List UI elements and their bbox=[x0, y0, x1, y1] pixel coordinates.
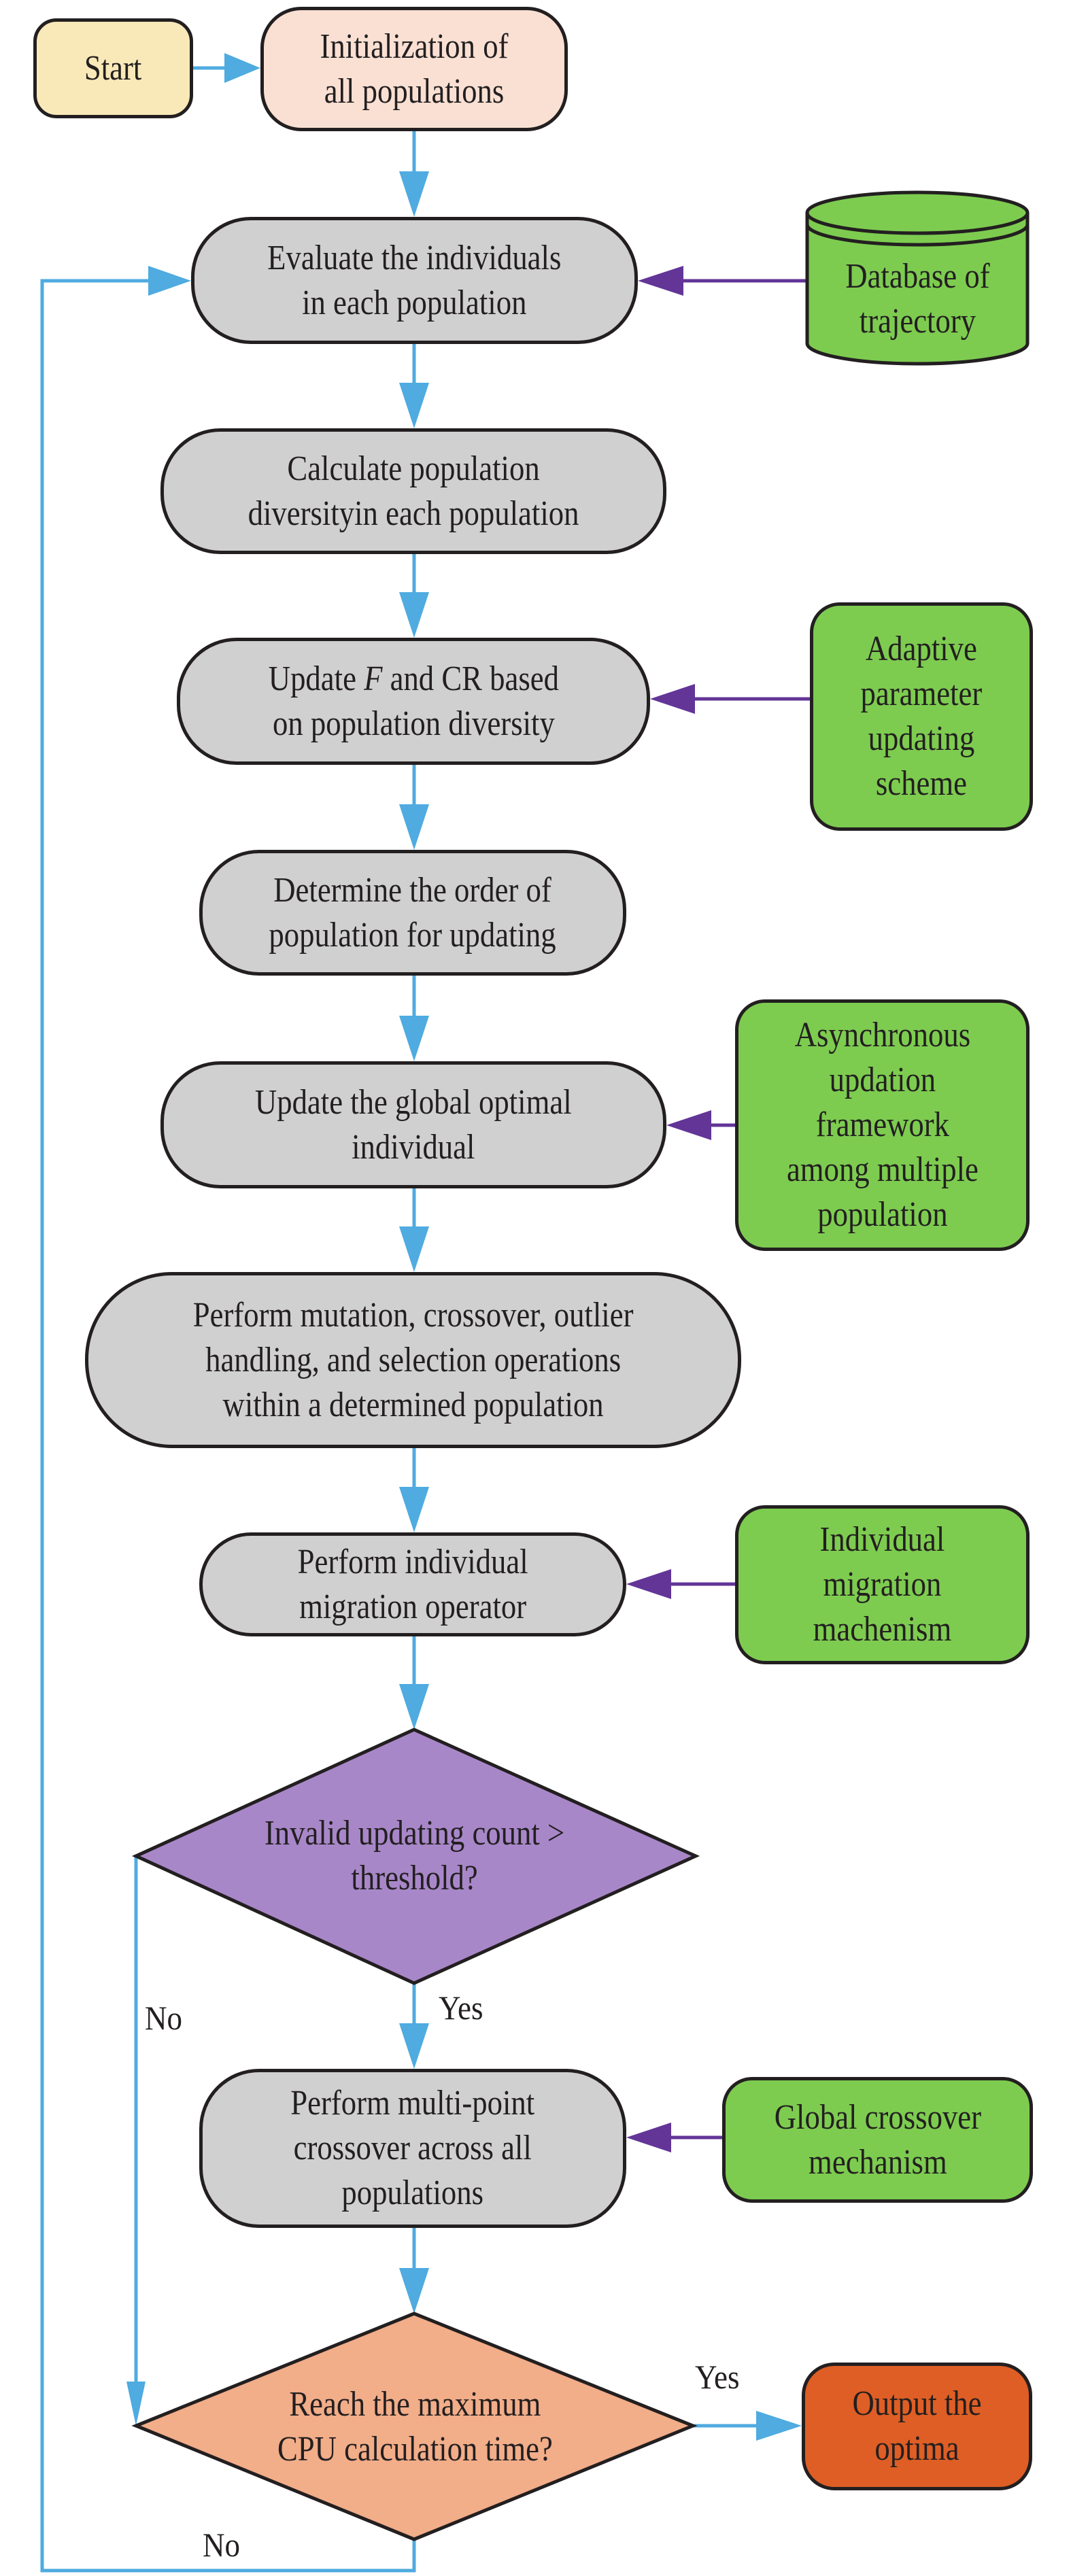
edge-label-invalid-no: No bbox=[145, 1999, 182, 2037]
edge-label-invalid-yes: Yes bbox=[439, 1989, 483, 2027]
arrowhead-output bbox=[756, 2411, 802, 2441]
migration-mechanism-label: Individual migration machenism bbox=[813, 1520, 952, 1649]
migration-operator-node: Perform individual migration operator bbox=[199, 1532, 626, 1636]
start-node: Start bbox=[33, 18, 193, 118]
async-framework-label: Asynchronous updation framework among mu… bbox=[786, 1016, 979, 1234]
update-f-cr-italic: F bbox=[363, 659, 383, 698]
arrowhead-loop bbox=[148, 266, 191, 296]
decision-cpu-label-box: Reach the maximum CPU calculation time? bbox=[197, 2373, 632, 2481]
arrowhead-decision2 bbox=[399, 2268, 429, 2314]
database-label-box: Database of trajectory bbox=[809, 238, 1025, 360]
arrowhead-database bbox=[638, 266, 683, 296]
arrowhead-async bbox=[666, 1110, 711, 1140]
mechanism-connectors bbox=[666, 279, 810, 2140]
update-f-cr-suffix: and CR based on population diversity bbox=[272, 659, 559, 743]
mutation-label: Perform mutation, crossover, outlier han… bbox=[192, 1295, 634, 1424]
calculate-diversity-label: Calculate population diversityin each po… bbox=[248, 449, 579, 533]
determine-order-node: Determine the order of population for up… bbox=[199, 850, 626, 976]
arrowhead-migration-mech bbox=[626, 1569, 671, 1599]
multipoint-crossover-node: Perform multi-point crossover across all… bbox=[199, 2069, 626, 2228]
arrowhead-global bbox=[399, 1016, 429, 1061]
arrowhead-multipoint bbox=[399, 2023, 429, 2069]
arrowhead-decision2-left bbox=[126, 2382, 146, 2426]
arrowhead-init bbox=[224, 53, 260, 83]
arrowhead-adaptive bbox=[650, 684, 695, 714]
migration-operator-label: Perform individual migration operator bbox=[297, 1542, 528, 1626]
update-f-cr-label: Update F and CR based on population dive… bbox=[268, 657, 558, 746]
arrowhead-decision bbox=[399, 1684, 429, 1730]
database-cylinder-icon bbox=[805, 190, 1030, 366]
database-label: Database of trajectory bbox=[845, 257, 990, 341]
decision-invalid-label: Invalid updating count > threshold? bbox=[265, 1814, 565, 1897]
decision-cpu-time bbox=[131, 2312, 698, 2541]
global-crossover-label: Global crossover mechanism bbox=[774, 2097, 981, 2182]
evaluate-node: Evaluate the individuals in each populat… bbox=[191, 217, 638, 344]
multipoint-crossover-label: Perform multi-point crossover across all… bbox=[290, 2084, 535, 2212]
edge-label-cpu-yes: Yes bbox=[695, 2358, 740, 2396]
arrowhead-update bbox=[399, 592, 429, 638]
init-node: Initialization of all populations bbox=[260, 7, 568, 131]
mechanism-arrowheads bbox=[626, 266, 711, 2152]
arrowhead-evaluate bbox=[399, 171, 429, 217]
arrowhead-migration bbox=[399, 1487, 429, 1532]
init-label: Initialization of all populations bbox=[320, 27, 509, 111]
decision-cpu-label: Reach the maximum CPU calculation time? bbox=[277, 2385, 553, 2469]
calculate-diversity-node: Calculate population diversityin each po… bbox=[160, 428, 666, 554]
evaluate-label: Evaluate the individuals in each populat… bbox=[267, 238, 562, 322]
update-f-cr-node: Update F and CR based on population dive… bbox=[177, 638, 650, 765]
arrowhead-calculate bbox=[399, 383, 429, 428]
update-global-label: Update the global optimal individual bbox=[255, 1082, 572, 1167]
migration-mechanism-node: Individual migration machenism bbox=[735, 1505, 1030, 1664]
update-global-node: Update the global optimal individual bbox=[160, 1061, 666, 1188]
adaptive-scheme-label: Adaptive parameter updating scheme bbox=[860, 630, 983, 803]
decision-invalid-count bbox=[131, 1728, 700, 1985]
determine-order-label: Determine the order of population for up… bbox=[269, 870, 557, 955]
decision-invalid-label-box: Invalid updating count > threshold? bbox=[204, 1802, 626, 1910]
mutation-node: Perform mutation, crossover, outlier han… bbox=[85, 1272, 741, 1448]
adaptive-scheme-node: Adaptive parameter updating scheme bbox=[810, 602, 1033, 831]
update-f-cr-prefix: Update bbox=[268, 659, 364, 698]
output-node: Output the optima bbox=[802, 2363, 1032, 2490]
async-framework-node: Asynchronous updation framework among mu… bbox=[735, 999, 1030, 1251]
edge-loop-back bbox=[40, 279, 416, 2573]
global-crossover-node: Global crossover mechanism bbox=[722, 2077, 1033, 2203]
arrowhead-global-crossover bbox=[626, 2123, 671, 2152]
start-label: Start bbox=[84, 48, 142, 88]
arrowhead-determine bbox=[399, 804, 429, 850]
flow-arrowheads bbox=[126, 53, 802, 2441]
flow-connectors bbox=[40, 66, 762, 2573]
arrowhead-mutation bbox=[399, 1226, 429, 1272]
edge-label-cpu-no: No bbox=[203, 2526, 240, 2564]
output-label: Output the optima bbox=[852, 2384, 982, 2468]
